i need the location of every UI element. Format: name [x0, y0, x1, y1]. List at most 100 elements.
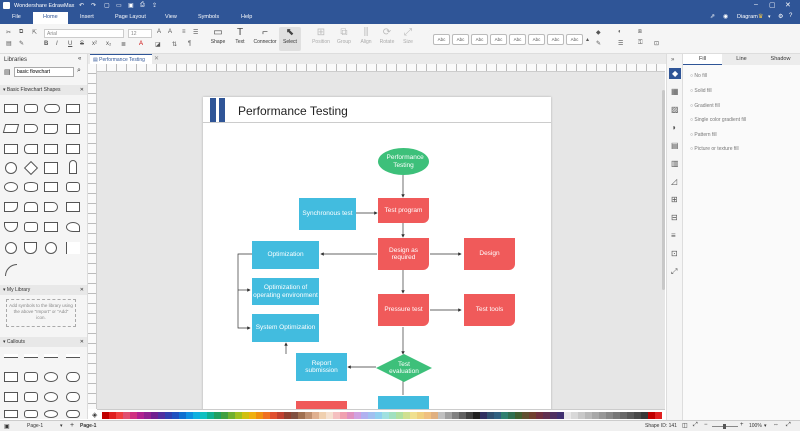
- align-left-icon[interactable]: ≡: [182, 29, 186, 35]
- rotate-tool[interactable]: ⟳Rotate: [376, 27, 398, 51]
- color-swatch[interactable]: [564, 412, 571, 419]
- format-painter-icon[interactable]: ✎: [19, 41, 25, 47]
- table-panel-icon[interactable]: ⊞: [671, 195, 678, 204]
- page-dropdown-chevron-icon[interactable]: ▾: [60, 423, 63, 429]
- callout-round3-shape[interactable]: [24, 410, 38, 418]
- paragraph-icon[interactable]: ¶: [188, 41, 192, 47]
- callout-oval2-shape[interactable]: [44, 392, 58, 402]
- color-swatch[interactable]: [592, 412, 599, 419]
- color-swatch[interactable]: [501, 412, 508, 419]
- color-swatch[interactable]: [375, 412, 382, 419]
- settings-icon[interactable]: ⚙: [778, 14, 784, 20]
- font-color-icon[interactable]: A: [139, 41, 144, 47]
- export-icon[interactable]: ⇪: [152, 3, 158, 9]
- color-swatch[interactable]: [613, 412, 620, 419]
- data-shape[interactable]: [44, 162, 58, 174]
- color-swatch[interactable]: [249, 412, 256, 419]
- color-swatch[interactable]: [473, 412, 480, 419]
- menu-home[interactable]: Home: [33, 12, 68, 24]
- color-swatch[interactable]: [452, 412, 459, 419]
- node-pressure[interactable]: Pressure test: [378, 294, 429, 326]
- color-swatch[interactable]: [340, 412, 347, 419]
- tab-fill[interactable]: Fill: [683, 54, 722, 65]
- merge-shape[interactable]: [44, 222, 58, 232]
- node-optimization[interactable]: Optimization: [252, 241, 319, 269]
- section-close-icon[interactable]: ✕: [79, 87, 84, 93]
- option-solid-fill[interactable]: ○ Solid fill: [690, 88, 712, 94]
- color-swatch[interactable]: [186, 412, 193, 419]
- color-swatch[interactable]: [137, 412, 144, 419]
- preparation-shape[interactable]: [24, 222, 38, 232]
- library-search-input[interactable]: [14, 67, 74, 77]
- expand-icon[interactable]: ⇱: [32, 30, 38, 36]
- menu-page-layout[interactable]: Page Layout: [115, 14, 146, 20]
- node-test-program[interactable]: Test program: [378, 198, 429, 223]
- color-swatch[interactable]: [487, 412, 494, 419]
- color-swatch[interactable]: [151, 412, 158, 419]
- node-design[interactable]: Design: [464, 238, 515, 270]
- option-gradient-fill[interactable]: ○ Gradient fill: [690, 103, 720, 109]
- color-swatch[interactable]: [410, 412, 417, 419]
- outline-panel-icon[interactable]: ⊡: [671, 249, 678, 258]
- diagram-title[interactable]: Performance Testing: [238, 104, 348, 118]
- summing-junction-shape[interactable]: [45, 242, 57, 254]
- callout-rect-shape[interactable]: [4, 372, 18, 382]
- copy-icon[interactable]: ⧉: [19, 29, 24, 35]
- color-swatch[interactable]: [123, 412, 130, 419]
- select-tool[interactable]: ⬉Select: [279, 27, 301, 51]
- color-swatch[interactable]: [424, 412, 431, 419]
- color-swatch[interactable]: [515, 412, 522, 419]
- color-swatch[interactable]: [459, 412, 466, 419]
- redo-icon[interactable]: ↷: [91, 3, 97, 9]
- callout-line4-shape[interactable]: [66, 354, 80, 358]
- color-swatch[interactable]: [116, 412, 123, 419]
- section-basic-flowchart[interactable]: ▾ Basic Flowchart Shapes✕: [0, 85, 87, 95]
- image-panel-icon[interactable]: ▨: [671, 105, 679, 114]
- color-swatch[interactable]: [578, 412, 585, 419]
- option-no-fill[interactable]: ○ No fill: [690, 73, 707, 79]
- text-align-icon[interactable]: ≣: [121, 42, 127, 48]
- color-swatch[interactable]: [543, 412, 550, 419]
- color-swatch[interactable]: [172, 412, 179, 419]
- bold-icon[interactable]: B: [44, 41, 49, 47]
- theme-panel-icon[interactable]: ◑: [671, 123, 676, 132]
- new-icon[interactable]: ▢: [104, 3, 110, 9]
- sequential-data-shape[interactable]: [66, 222, 80, 232]
- callout-oval3-shape[interactable]: [44, 410, 58, 418]
- hexagon-shape[interactable]: [44, 144, 58, 154]
- tab-line[interactable]: Line: [722, 54, 761, 65]
- zoom-in-icon[interactable]: +: [740, 422, 744, 428]
- shape-tool[interactable]: ▭Shape: [207, 27, 229, 51]
- callout-round2-shape[interactable]: [24, 392, 38, 402]
- node-start[interactable]: Performance Testing: [378, 148, 429, 175]
- color-swatch[interactable]: [648, 412, 655, 419]
- more-icon[interactable]: ⊡: [654, 41, 660, 47]
- color-swatch[interactable]: [550, 412, 557, 419]
- italic-icon[interactable]: I: [56, 41, 58, 47]
- terminator-shape[interactable]: [44, 104, 60, 113]
- callout-cloud3-shape[interactable]: [66, 410, 80, 418]
- vertical-scrollbar[interactable]: [662, 90, 665, 290]
- color-swatch[interactable]: [508, 412, 515, 419]
- card-shape[interactable]: [4, 144, 18, 154]
- callout-rect3-shape[interactable]: [4, 410, 18, 418]
- color-swatch[interactable]: [102, 412, 109, 419]
- text-panel-icon[interactable]: ≡: [671, 231, 676, 240]
- undo-icon[interactable]: ↶: [79, 3, 85, 9]
- highlight-icon[interactable]: ◪: [155, 42, 161, 48]
- zoom-chevron-icon[interactable]: ▾: [764, 423, 767, 429]
- tab-shadow[interactable]: Shadow: [761, 54, 800, 65]
- parallelogram-shape[interactable]: [2, 124, 20, 133]
- color-swatch[interactable]: [389, 412, 396, 419]
- superscript-icon[interactable]: x²: [92, 41, 97, 47]
- color-swatch[interactable]: [291, 412, 298, 419]
- expand-right-icon[interactable]: »: [671, 57, 675, 63]
- list-icon[interactable]: ☰: [193, 30, 199, 36]
- fit-width-icon[interactable]: ⇔: [773, 422, 779, 428]
- color-swatch[interactable]: [214, 412, 221, 419]
- fullscreen-icon[interactable]: ⤢: [786, 422, 791, 428]
- color-swatch[interactable]: [354, 412, 361, 419]
- node-partial-blue[interactable]: [378, 396, 429, 409]
- diamond-shape[interactable]: [23, 160, 39, 176]
- color-swatch[interactable]: [312, 412, 319, 419]
